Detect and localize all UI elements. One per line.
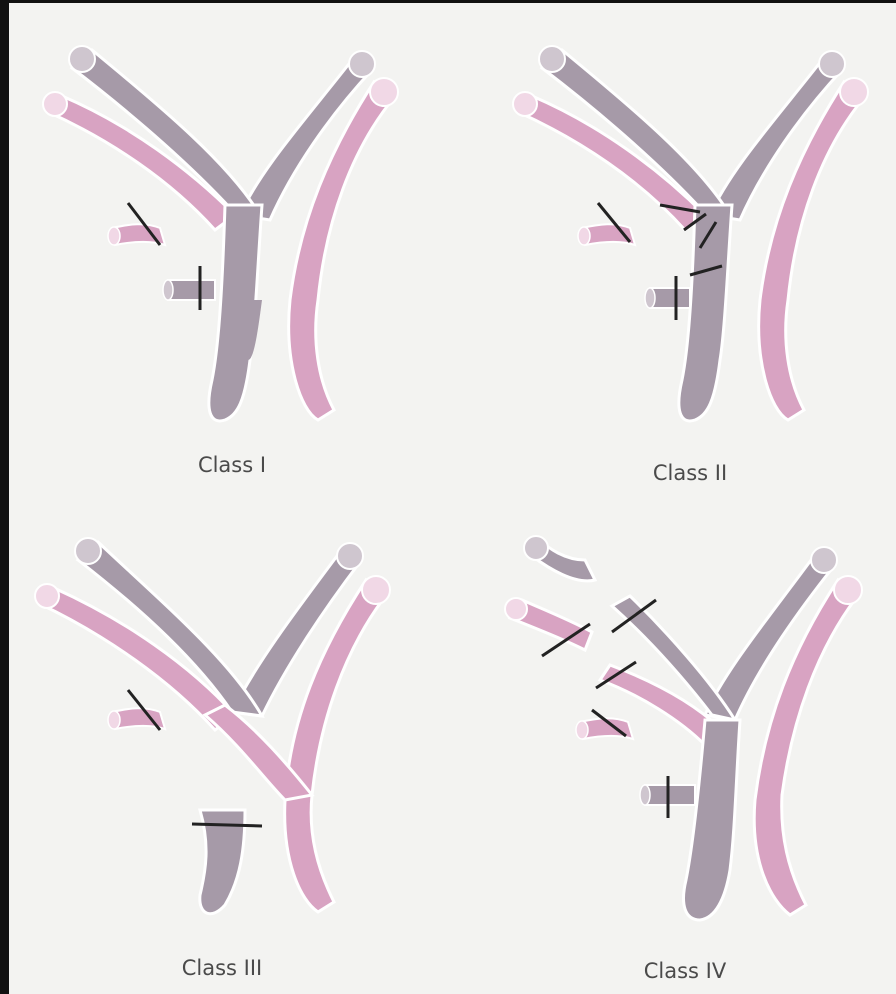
caption-class-iii: Class III: [182, 956, 263, 980]
caption-class-ii: Class II: [653, 461, 727, 485]
panel-class-ii: Class II: [513, 46, 868, 485]
panel-class-iv: Class IV: [505, 536, 862, 983]
panel-class-i: Class I: [43, 46, 398, 477]
caption-class-i: Class I: [198, 453, 266, 477]
panel-class-iii: Class III: [35, 538, 390, 980]
frame-top-border: [0, 0, 896, 3]
cut-line: [192, 824, 262, 826]
frame-left-border: [0, 0, 9, 994]
caption-class-iv: Class IV: [644, 959, 727, 983]
